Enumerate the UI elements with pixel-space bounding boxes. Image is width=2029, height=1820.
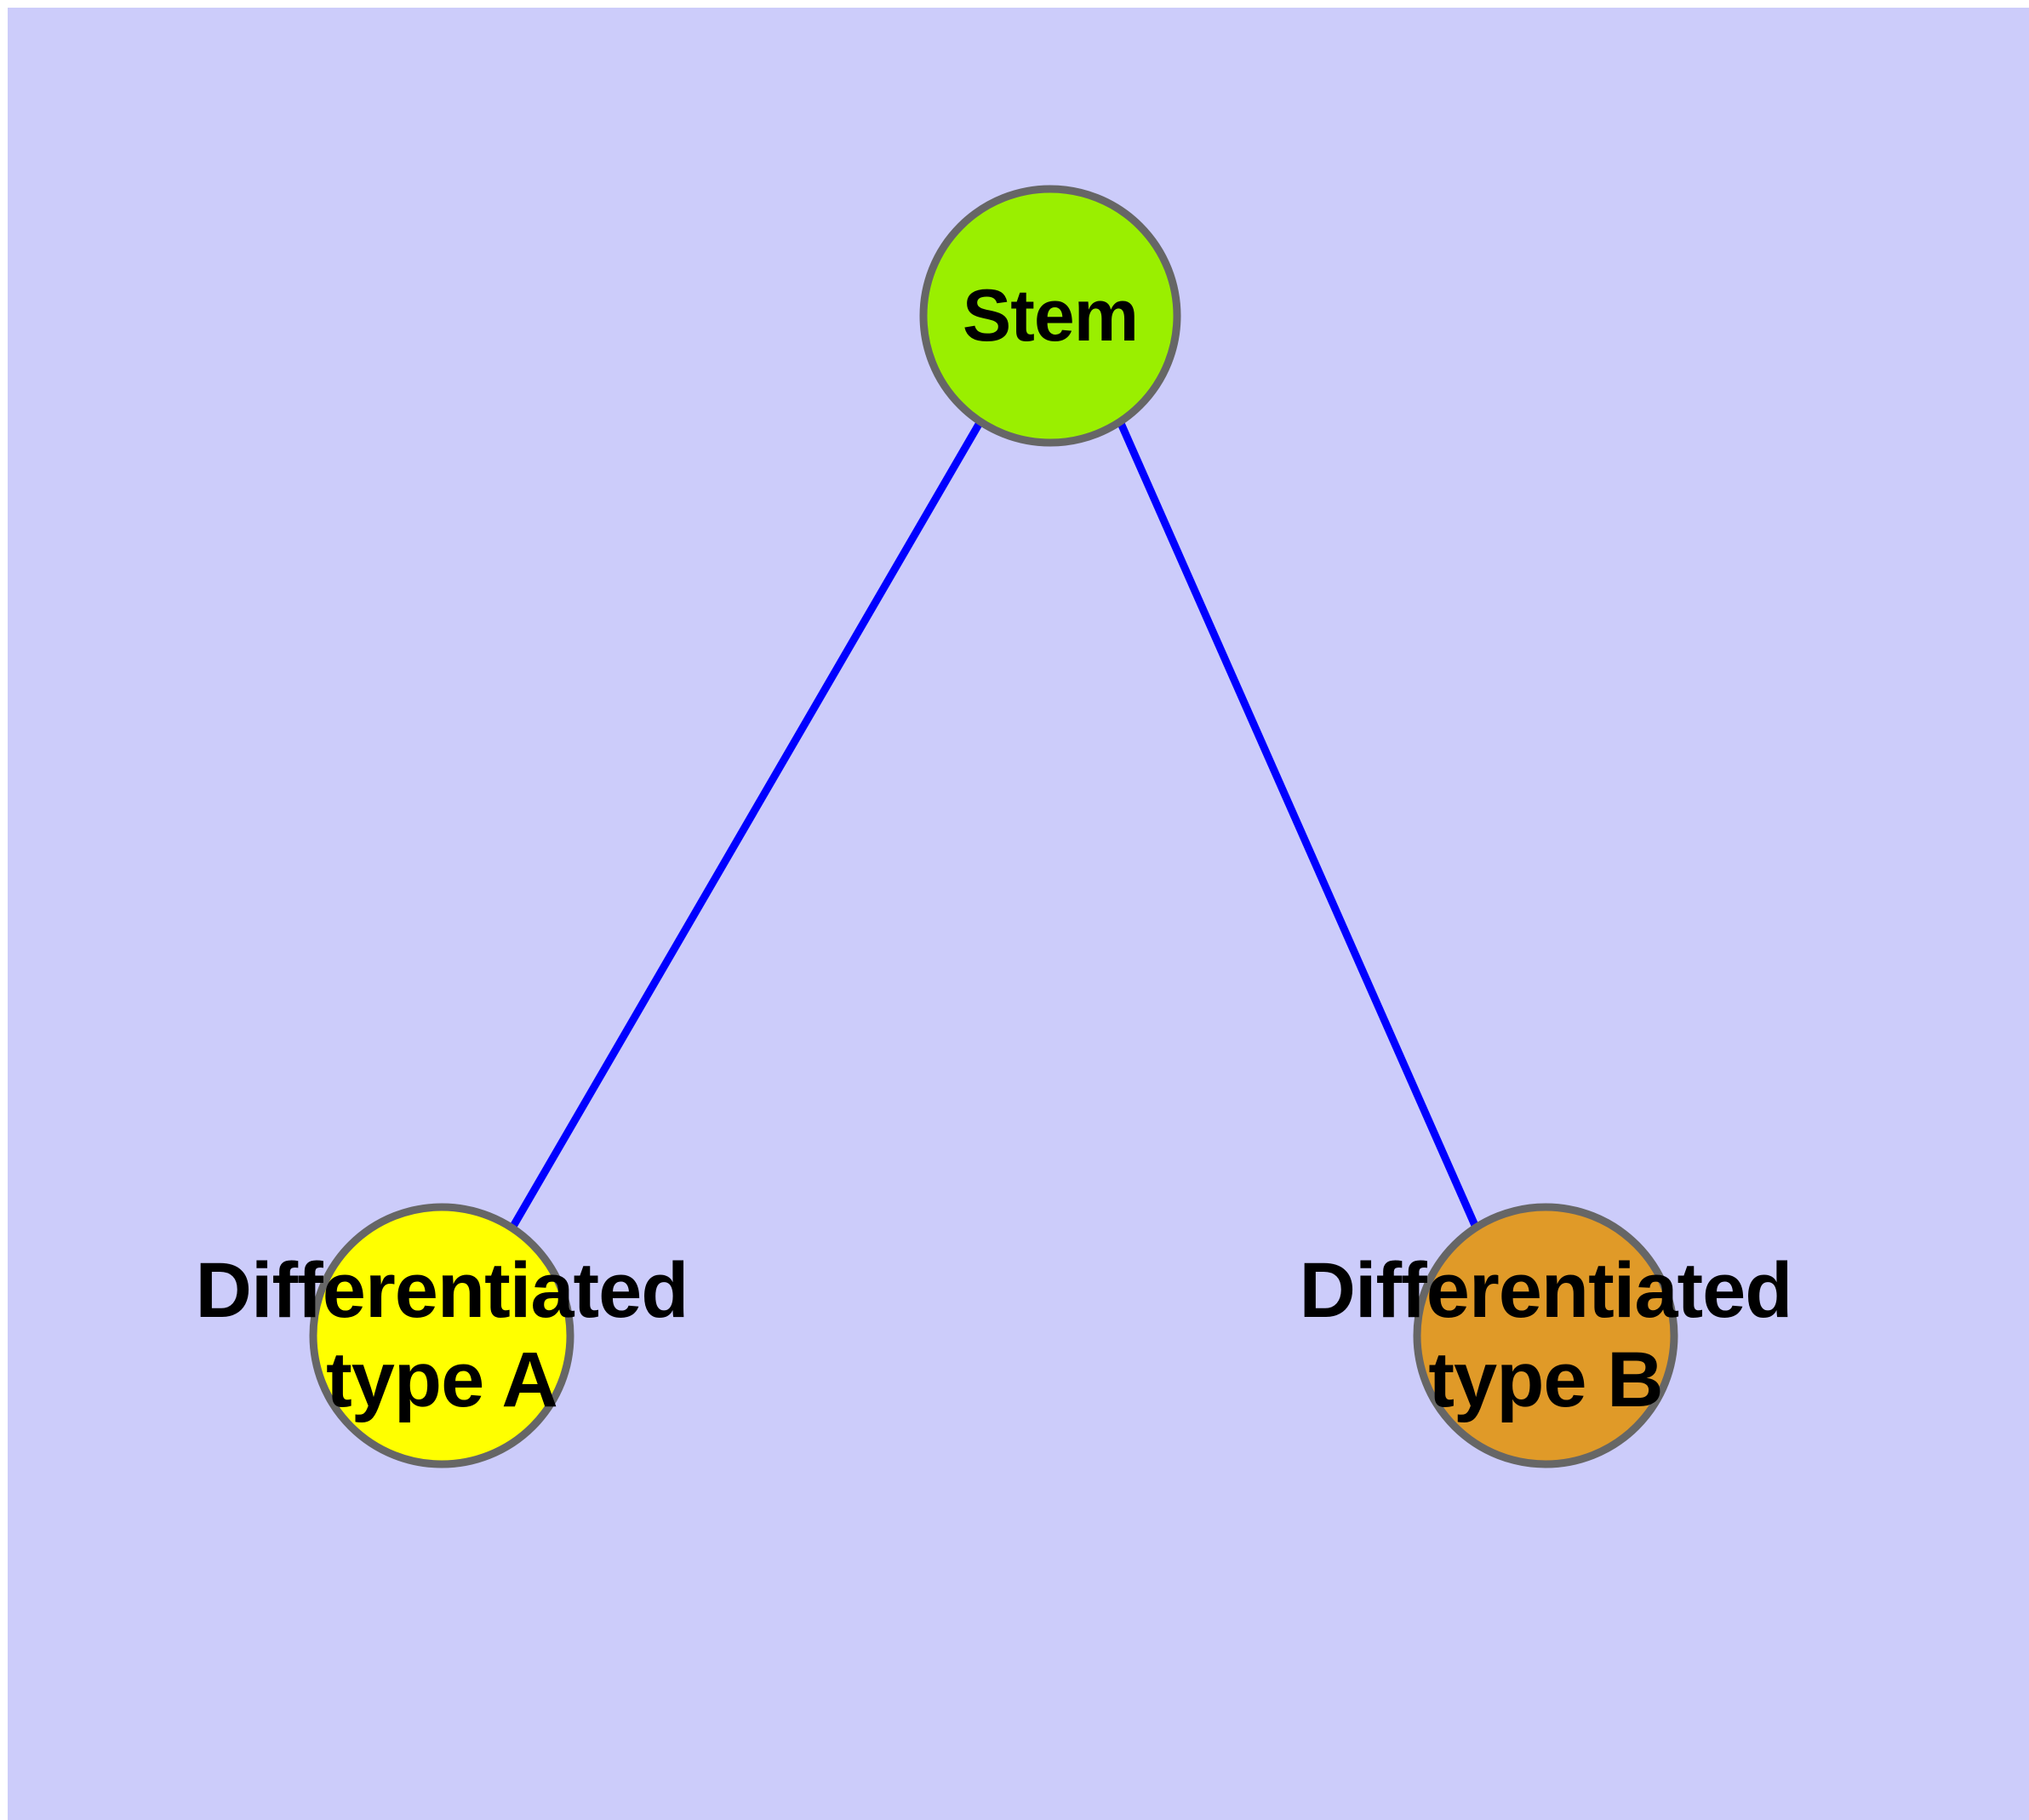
edges-group bbox=[508, 419, 1481, 1232]
edge-stem-to-diff-a bbox=[508, 419, 984, 1232]
node-circle-stem[interactable] bbox=[919, 185, 1181, 447]
edge-stem-to-diff-b bbox=[1116, 420, 1481, 1231]
node-circle-diff-a[interactable] bbox=[309, 1203, 574, 1468]
node-circle-diff-b[interactable] bbox=[1413, 1203, 1678, 1468]
nodes-group bbox=[309, 185, 1678, 1468]
